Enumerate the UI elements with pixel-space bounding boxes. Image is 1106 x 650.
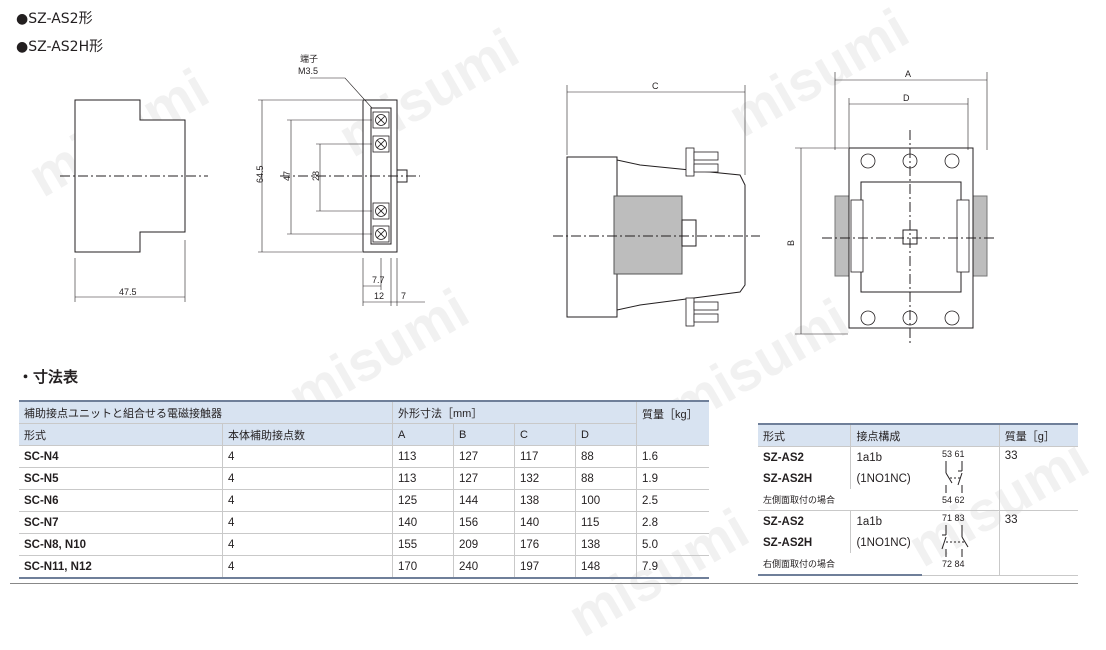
divider (10, 583, 1078, 584)
dim-47-5: 47.5 (119, 287, 137, 297)
dim-a: A (905, 69, 911, 79)
dim-64-5: 64.5 (255, 165, 265, 183)
section-title: ・寸法表 (18, 368, 79, 386)
contact-symbol-icon: 53 61 54 62 (942, 449, 965, 505)
svg-text:54 62: 54 62 (942, 495, 965, 505)
header-sz-as2h: ●SZ-AS2H形 (16, 39, 104, 55)
dim-12: 12 (374, 291, 384, 301)
header-sz-as2: ●SZ-AS2形 (16, 11, 93, 27)
col-model: 形式 (758, 423, 851, 447)
svg-text:53 61: 53 61 (942, 449, 965, 459)
aux-contact-table: 形式 接点構成 質量［g］ SZ-AS2 1a1b 53 61 54 62 33… (758, 423, 1078, 576)
dim-d: D (903, 93, 910, 103)
contactor-side-drawing (553, 85, 760, 327)
mass-header: 質量［kg］ (636, 400, 709, 446)
col-d: D (575, 423, 637, 446)
col-c: C (514, 423, 576, 446)
dimension-table: 補助接点ユニットと組合せる電磁接触器 外形寸法［mm］ 質量［kg］ 形式 本体… (19, 400, 709, 579)
dim-7: 7 (401, 291, 406, 301)
svg-text:71 83: 71 83 (942, 513, 965, 523)
group-header: 補助接点ユニットと組合せる電磁接触器 (19, 400, 393, 424)
contact-symbol-icon: 71 83 72 84 (941, 513, 968, 569)
front-view-drawing (258, 77, 425, 306)
contact-symbol: 71 83 72 84 (921, 510, 1000, 576)
side-view-drawing (60, 99, 208, 302)
contactor-top-drawing (795, 72, 995, 345)
dim-header: 外形寸法［mm］ (392, 400, 637, 424)
col-config: 接点構成 (850, 423, 1000, 447)
dim-b: B (786, 240, 796, 246)
dim-c: C (652, 81, 659, 91)
dim-47: 47 (282, 171, 292, 181)
svg-text:72 84: 72 84 (942, 559, 965, 569)
col-aux: 本体補助接点数 (222, 423, 393, 446)
terminal-size-label: M3.5 (298, 66, 318, 76)
col-model: 形式 (19, 423, 223, 446)
dimension-drawings: 端子 M3.5 64.5 47 28 47.5 7.7 12 7 C A D B (60, 53, 995, 345)
dim-7-7: 7.7 (372, 275, 385, 285)
contact-symbol: 53 61 54 62 (921, 446, 1000, 511)
col-a: A (392, 423, 454, 446)
terminal-label: 端子 (300, 53, 318, 64)
col-mass: 質量［g］ (998, 423, 1078, 447)
col-b: B (453, 423, 515, 446)
dim-28: 28 (311, 171, 321, 181)
